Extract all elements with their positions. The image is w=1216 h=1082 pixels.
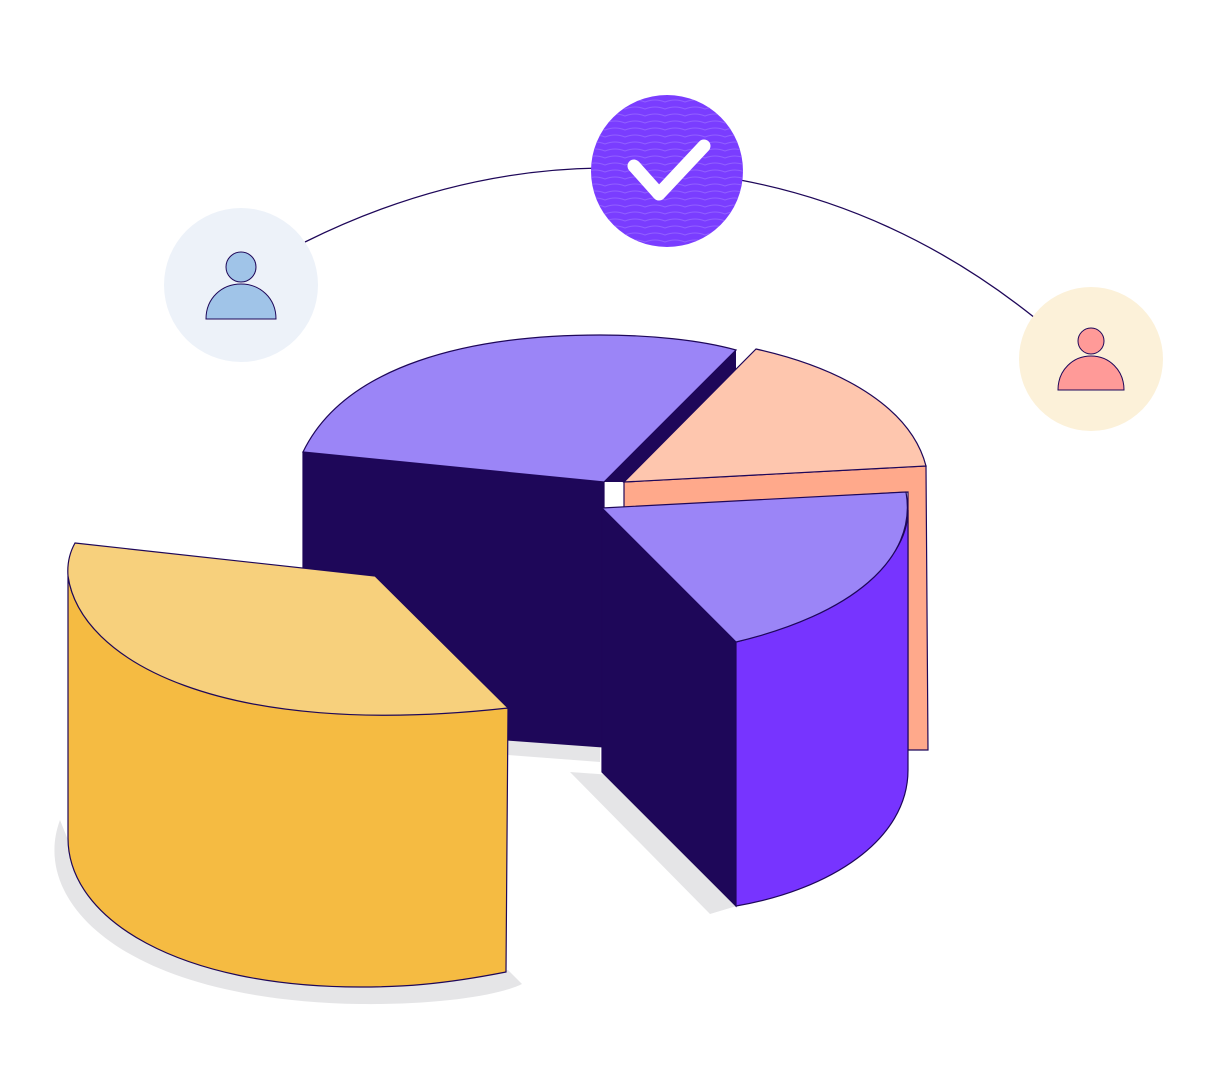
user-badge-right xyxy=(1019,287,1163,431)
pie-slice-yellow xyxy=(67,542,510,988)
slice-edge xyxy=(604,350,736,482)
user-icon xyxy=(205,251,277,320)
connector-arc xyxy=(304,167,1036,319)
slice-top xyxy=(622,348,927,483)
checkmark-icon xyxy=(627,139,711,201)
user-badge-left xyxy=(164,208,318,362)
slice-top xyxy=(600,491,908,643)
slice-top xyxy=(302,334,738,483)
check-badge xyxy=(591,95,743,247)
user-icon xyxy=(1057,327,1125,391)
slice-top xyxy=(67,542,510,716)
pie-slice-front-purple xyxy=(600,491,909,908)
pie-slice-back-purple xyxy=(302,334,738,748)
